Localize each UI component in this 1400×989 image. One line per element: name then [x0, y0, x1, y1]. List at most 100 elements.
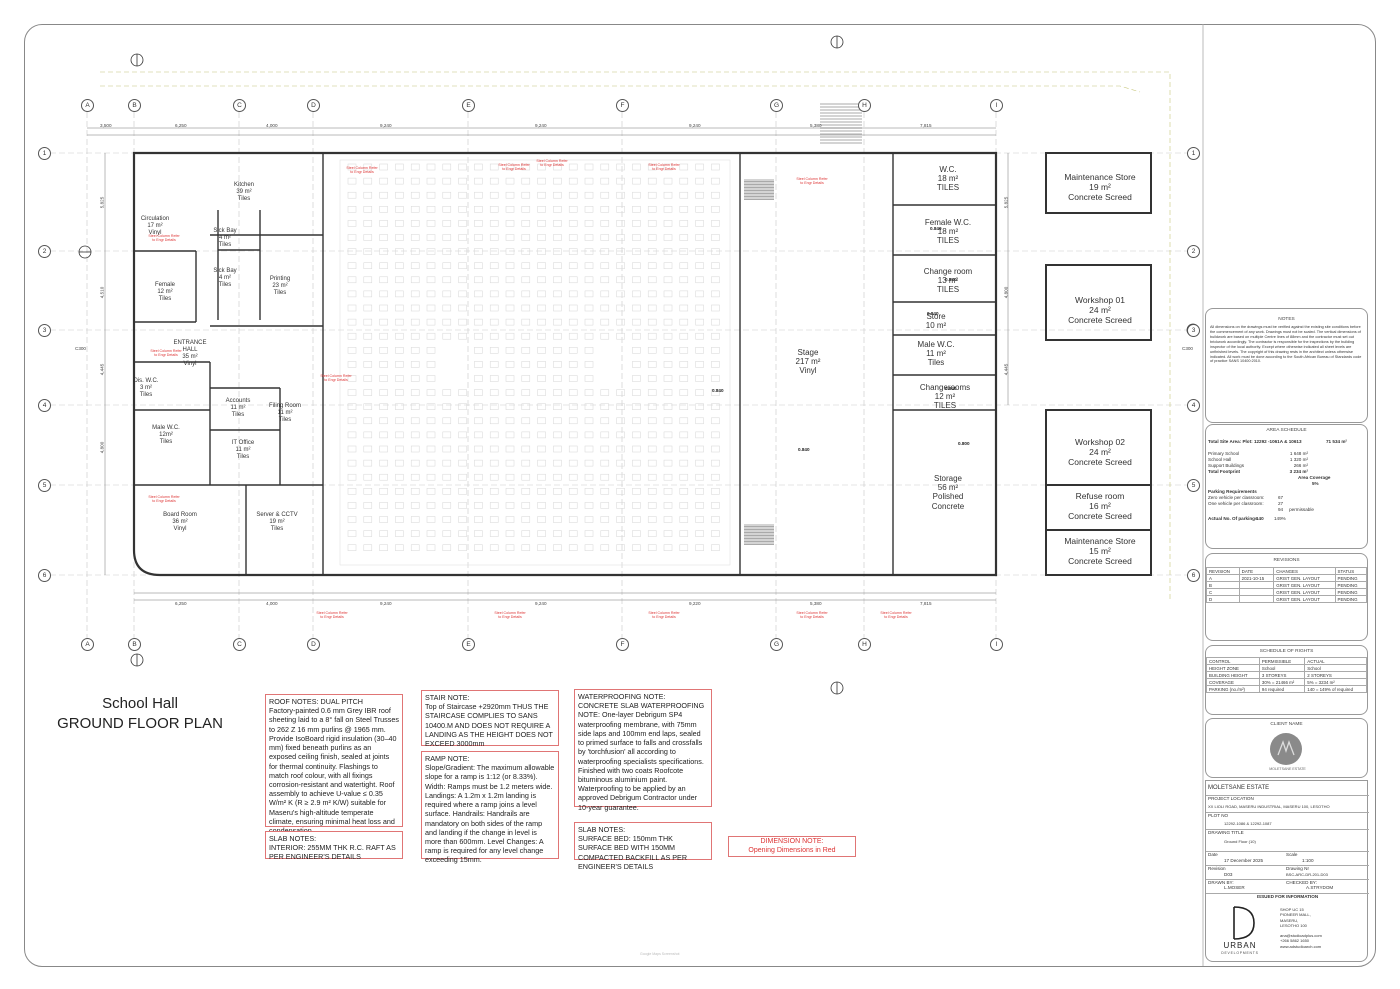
room-name: Male W.C.: [917, 340, 955, 349]
room-finish: Concrete Screed: [1068, 315, 1132, 326]
seat: [663, 530, 673, 537]
seat: [474, 262, 483, 269]
coverage-value: 5%: [1312, 481, 1319, 486]
ramp-note: RAMP NOTE: Slope/Gradient: The maximum a…: [421, 751, 559, 864]
seat: [347, 403, 357, 410]
seat: [363, 361, 373, 368]
seat: [521, 191, 531, 199]
steel-column-note: Steel Column Refer to Engr Details: [536, 159, 568, 167]
table-header-cell: STATUS: [1334, 567, 1368, 575]
seat: [584, 262, 594, 269]
seat: [553, 262, 562, 269]
grid-bubble-col-B: B: [128, 99, 141, 112]
seat: [395, 248, 404, 255]
date-value: 17 December 2025: [1224, 858, 1264, 863]
seat: [426, 417, 436, 425]
seat: [663, 163, 673, 171]
seat: [363, 473, 373, 481]
room-name: Filing Room: [268, 403, 301, 409]
seat: [458, 248, 467, 255]
seat: [489, 403, 499, 410]
room-finish: Tiles: [218, 281, 232, 288]
seat: [474, 332, 483, 340]
seat: [568, 431, 578, 439]
room-name: Kitchen: [233, 182, 254, 188]
seat: [663, 234, 673, 241]
seat: [553, 417, 562, 425]
grid-bubble-row-2: 2: [1187, 245, 1200, 258]
seat: [679, 502, 689, 509]
dim-top-7: 7,815: [920, 123, 932, 128]
seat: [458, 516, 467, 523]
seat: [363, 206, 373, 213]
seat: [379, 473, 388, 481]
seat: [663, 304, 673, 312]
seat: [537, 220, 546, 227]
seat: [379, 332, 388, 340]
seat: [347, 290, 357, 298]
seat: [553, 304, 562, 312]
seat: [474, 431, 483, 439]
faint-footer: Google Maps Screenshot: [640, 952, 680, 956]
seat: [553, 544, 562, 551]
seat: [395, 502, 404, 509]
seat: [426, 389, 436, 396]
section-mark-1: C300: [1182, 346, 1193, 351]
seat: [584, 290, 594, 298]
seat: [395, 544, 404, 551]
seat: [395, 304, 404, 312]
seat: [442, 318, 452, 326]
seat: [426, 332, 436, 340]
seat: [505, 347, 515, 354]
room-name: Sick Bay: [213, 268, 237, 274]
seat: [568, 347, 578, 354]
seat: [347, 473, 357, 481]
seat: [379, 488, 388, 495]
seat: [568, 445, 578, 453]
seat: [442, 262, 452, 269]
seat: [537, 191, 546, 199]
seat: [695, 276, 704, 284]
address-line: PIONEER MALL,: [1280, 912, 1311, 918]
seat: [553, 403, 562, 410]
table-cell: GRIST GEN. LAYOUT: [1273, 588, 1336, 596]
seat: [600, 544, 610, 551]
steel-column-note: Steel Column Refer to Engr Details: [648, 611, 680, 619]
seat: [647, 459, 657, 467]
seat: [410, 347, 420, 354]
seat: [616, 389, 625, 396]
room-name: W.C.: [939, 165, 957, 174]
seat: [395, 375, 404, 382]
seat: [695, 248, 704, 255]
seat: [410, 304, 420, 312]
seat: [647, 403, 657, 410]
total-site-label: Total Site Area: Plot: 12292 -1061A & 10…: [1208, 439, 1302, 444]
seat: [410, 361, 420, 368]
seat: [663, 220, 673, 227]
seat: [695, 332, 704, 340]
seat: [679, 544, 689, 551]
room-area: 12m²: [159, 431, 173, 438]
seat: [363, 220, 373, 227]
seat: [568, 290, 578, 298]
seat-grid: [347, 163, 720, 551]
scale-label: Scale: [1286, 852, 1298, 857]
date-label: Date: [1208, 852, 1218, 857]
slab-notes-left-body: INTERIOR: 255MM THK R.C. RAFT AS PER ENG…: [269, 843, 396, 862]
seat: [474, 220, 483, 227]
steel-column-note: Steel Column Refer to Engr Details: [316, 611, 348, 619]
seat: [426, 459, 436, 467]
table-cell: 94 required: [1258, 685, 1306, 693]
scale-value: 1:100: [1302, 858, 1314, 863]
interior-walls: [134, 153, 996, 575]
seat: [521, 206, 531, 213]
area-schedule: AREA SCHEDULE Total Site Area: Plot: 122…: [1205, 424, 1368, 549]
